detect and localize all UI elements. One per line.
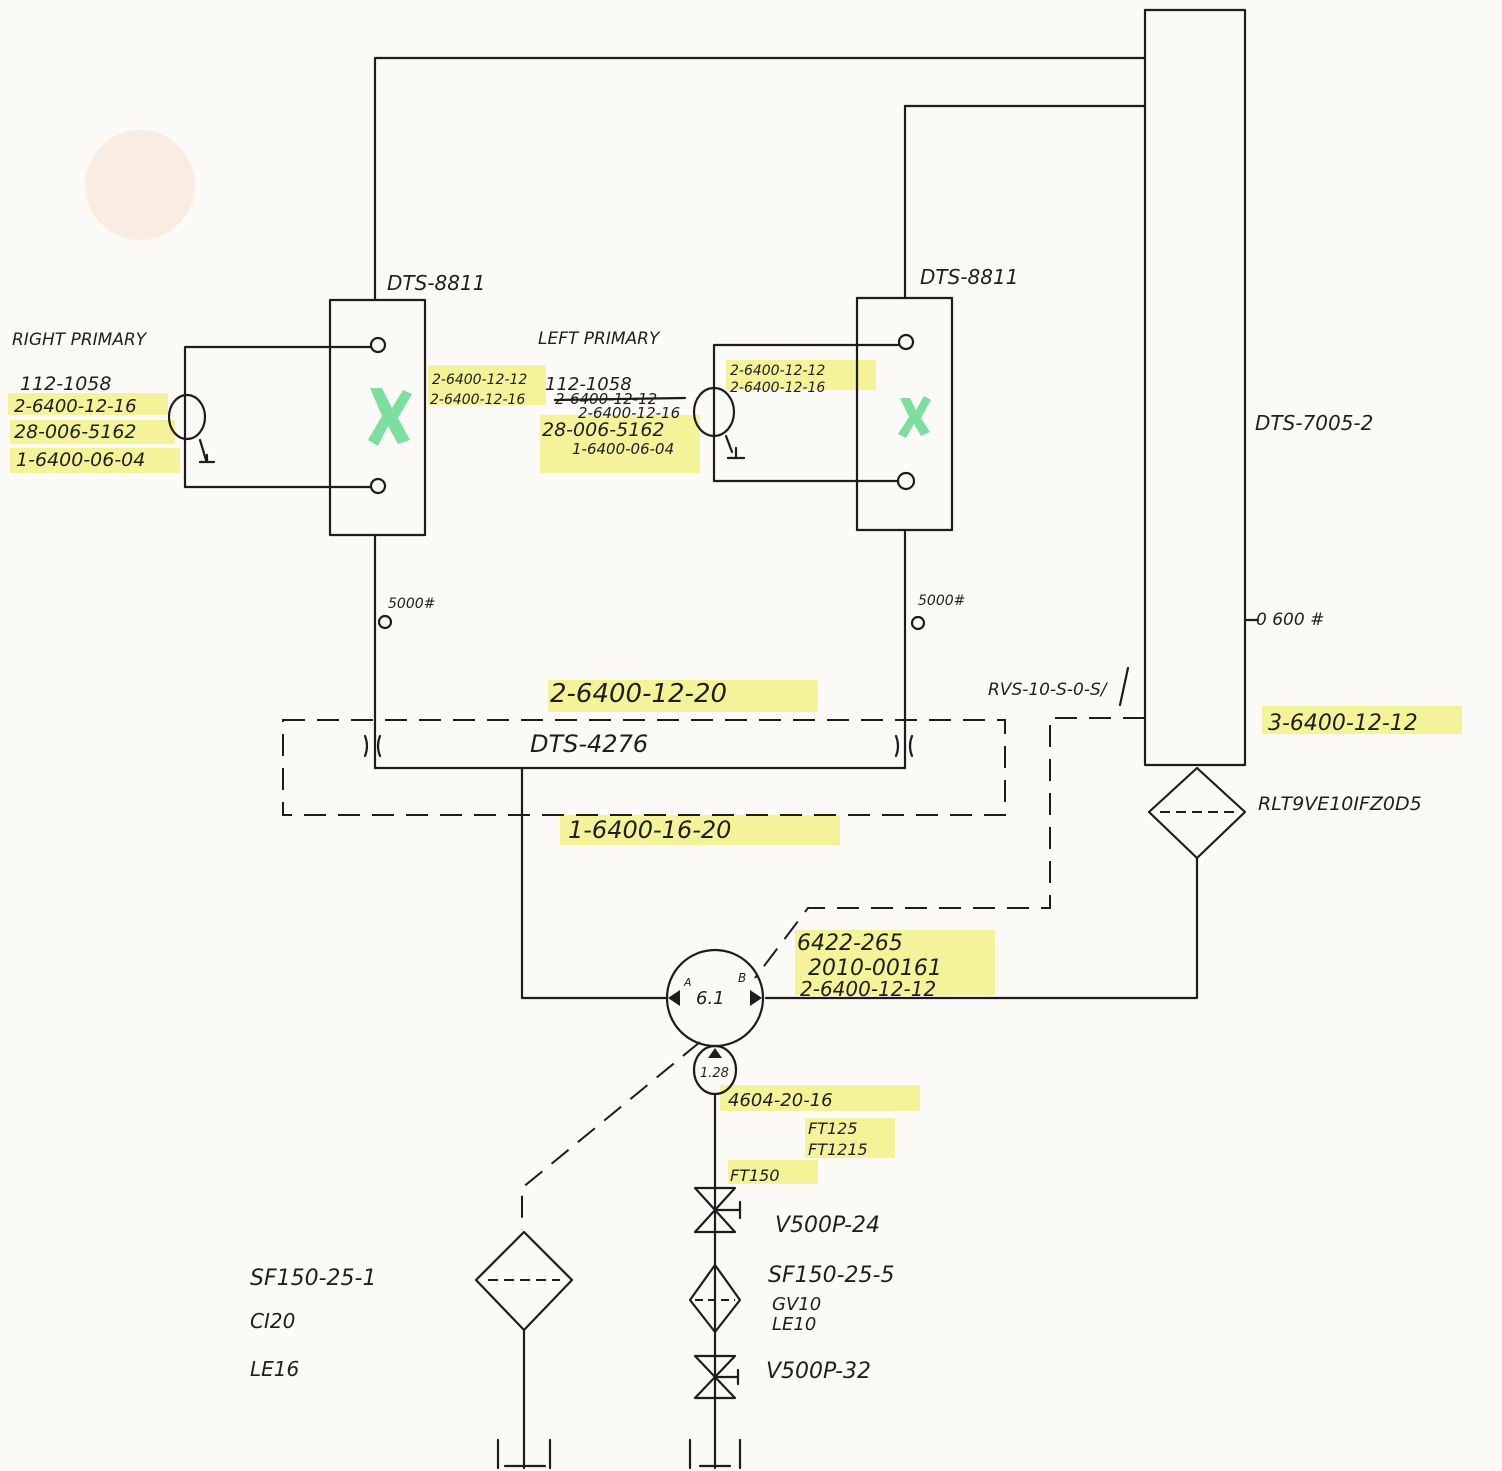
- center-hose-label: 2-6400-12-20: [550, 679, 727, 709]
- pump-inlet-line: [520, 766, 668, 1000]
- right-valve-block-label: DTS-8811: [387, 271, 485, 295]
- right-primary-sensor: [167, 393, 207, 441]
- pilot-line: [754, 717, 1145, 979]
- valve-lower-label: V500P-32: [766, 1359, 871, 1384]
- pump-label: 6.1: [696, 988, 725, 1009]
- pressure-line-left-block: [903, 104, 1147, 300]
- pump-arrow-icon: [750, 990, 762, 1006]
- manifold-label: DTS-4276: [530, 730, 648, 758]
- strainer-right-le: LE10: [772, 1314, 816, 1335]
- suction-ft-label: FT150: [730, 1166, 780, 1185]
- left-valve-block: [855, 296, 954, 532]
- strainer-right: [688, 1263, 742, 1334]
- right-primary-title: RIGHT PRIMARY: [12, 330, 148, 350]
- left-block-port-top: [897, 333, 915, 351]
- left-block-side-part: 2-6400-12-12: [730, 363, 825, 379]
- valve-upper-label: V500P-24: [775, 1213, 880, 1238]
- case-drain-line: [521, 1041, 701, 1230]
- strainer-left-label: SF150-25-1: [250, 1266, 376, 1291]
- right-gauge-label: 5000#: [388, 596, 435, 612]
- pump-part-label-2: 2010-00161: [808, 956, 942, 981]
- pump-part-label: 6422-265: [797, 931, 903, 956]
- tank-left: [496, 1438, 552, 1470]
- highlights: [8, 360, 1462, 1184]
- pressure-line-right-block: [373, 56, 1147, 302]
- left-gauge-port: [910, 615, 926, 631]
- left-primary-title: LEFT PRIMARY: [538, 329, 661, 349]
- strainer-right-label: SF150-25-5: [768, 1263, 894, 1288]
- left-primary-part: 28-006-5162: [542, 419, 665, 441]
- right-block-side-part: 2-6400-12-16: [430, 392, 525, 408]
- ball-valve-lower: [693, 1354, 737, 1400]
- accumulator-body: [1143, 8, 1247, 767]
- right-primary-part: 112-1058: [20, 373, 111, 395]
- right-gauge-port: [377, 614, 393, 630]
- right-primary-wiring: [183, 345, 373, 489]
- ground-icon: [724, 434, 746, 460]
- strainer-right-gv: GV10: [772, 1294, 821, 1315]
- right-block-port-bottom: [369, 477, 387, 495]
- strainer-left-le: LE16: [250, 1357, 299, 1381]
- left-valve-block-label: DTS-8811: [920, 265, 1018, 289]
- strainer-left-ci: CI20: [250, 1309, 295, 1333]
- suction-hose-label: 4604-20-16: [728, 1090, 833, 1111]
- right-hose-label: 3-6400-12-12: [1268, 711, 1418, 736]
- lower-hose-label: 1-6400-16-20: [568, 816, 731, 844]
- left-primary-part: 2-6400-12-16: [578, 404, 680, 422]
- right-primary-part: 2-6400-12-16: [14, 396, 137, 417]
- motor-arrow-icon: [708, 1048, 722, 1058]
- fitting-icon: [363, 734, 382, 758]
- tank-right: [688, 1438, 742, 1470]
- pump-port-a: A: [683, 976, 692, 989]
- left-block-side-part: 2-6400-12-16: [730, 380, 825, 396]
- right-block-side-part: 2-6400-12-12: [432, 372, 527, 388]
- right-block-port-top: [369, 336, 387, 354]
- right-valve-block: [328, 298, 427, 537]
- strike-through: [553, 396, 687, 402]
- fitting-icon: [894, 734, 914, 758]
- motor-label: 1.28: [700, 1066, 729, 1081]
- return-filter-label: RLT9VE10IFZ0D5: [1258, 793, 1422, 815]
- manifold-boundary: [282, 719, 1006, 816]
- return-line: [764, 856, 1199, 1000]
- pump-hose-label: 2-6400-12-12: [800, 977, 936, 1001]
- left-primary-part: 112-1058: [545, 374, 632, 395]
- paper-stain: [85, 130, 195, 240]
- ball-valve-upper: [693, 1186, 737, 1234]
- check-mark-icon: [898, 396, 931, 438]
- relief-valve-marker: [1118, 666, 1130, 707]
- right-primary-part: 28-006-5162: [14, 421, 137, 443]
- suction-ft-label: FT1215: [808, 1140, 868, 1159]
- left-gauge-label: 5000#: [918, 593, 965, 609]
- accumulator-label: DTS-7005-2: [1255, 411, 1373, 435]
- left-primary-sensor: [692, 386, 736, 438]
- ground-icon: [198, 438, 216, 464]
- pump-port-b: B: [738, 971, 746, 985]
- right-primary-part: 1-6400-06-04: [16, 449, 145, 471]
- accumulator-gauge-label: 0 600 #: [1256, 610, 1324, 630]
- pump-arrow-icon: [668, 990, 680, 1006]
- suction-ft-label: FT125: [808, 1119, 858, 1138]
- relief-valve-label: RVS-10-S-0-S/: [988, 680, 1109, 700]
- left-block-port-bottom: [896, 471, 916, 491]
- left-primary-part: 1-6400-06-04: [572, 440, 674, 458]
- check-mark-icon: [368, 388, 412, 446]
- left-primary-wiring: [712, 343, 900, 483]
